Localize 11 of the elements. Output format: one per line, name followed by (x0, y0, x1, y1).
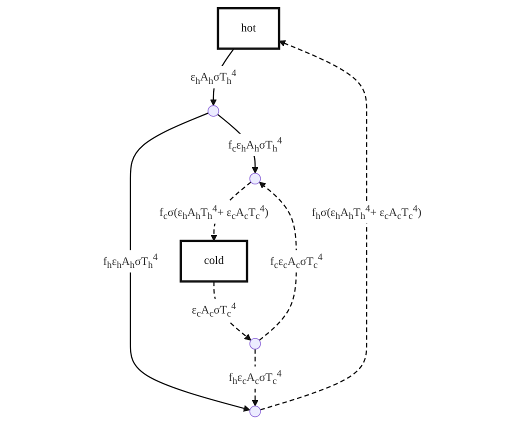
plate-node: hot (217, 7, 280, 50)
formula-label: f$_{c}$σ(ε$_{h}$A$_{h}$T$_{h}$$^{4}$+ ε$_{c}$A$_{c}$T$_{c}$$^{4}$) (160, 201, 269, 224)
junction-dot (250, 406, 262, 418)
arrow (259, 182, 298, 341)
formula-label: f$_{h}$σ(ε$_{h}$A$_{h}$T$_{h}$$^{4}$+ ε$_{c}$A$_{c}$T$_{c}$$^{4}$) (312, 201, 422, 224)
arrow (130, 112, 250, 412)
junction-dot (250, 338, 262, 350)
plate-node: cold (180, 240, 248, 283)
junction-dot (208, 105, 220, 117)
arrow (260, 40, 368, 410)
junction-dot (250, 172, 262, 184)
